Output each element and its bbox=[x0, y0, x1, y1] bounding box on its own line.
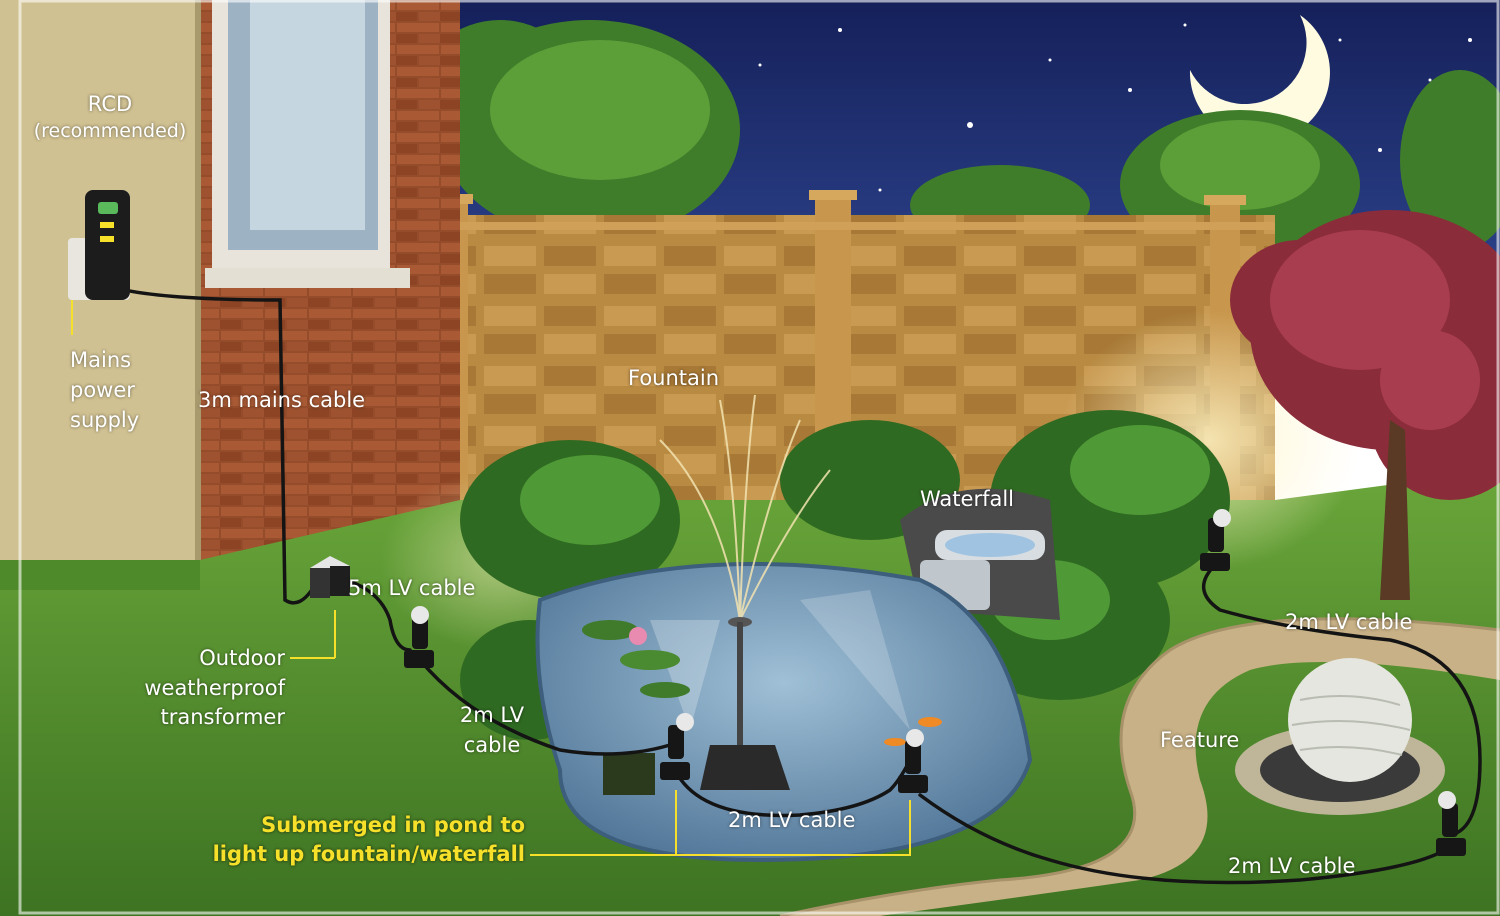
fountain-spray bbox=[659, 394, 831, 621]
lv-2m-bottom-label: 2m LV cable bbox=[728, 808, 856, 832]
feature-label: Feature bbox=[1160, 728, 1240, 752]
mains-label-line2: power bbox=[70, 378, 135, 402]
moon-icon bbox=[1189, 15, 1330, 143]
lv-5m-cable-label: 5m LV cable bbox=[348, 576, 476, 600]
rcd-device-icon bbox=[68, 190, 130, 300]
transformer-label-line3: transformer bbox=[160, 705, 285, 729]
waterfall-label: Waterfall bbox=[920, 487, 1015, 511]
submerged-label-line2: light up fountain/waterfall bbox=[212, 842, 525, 866]
lv-2m-right-top-label: 2m LV cable bbox=[1285, 610, 1413, 634]
lv-2m-left-label-line1: 2m LV bbox=[459, 703, 525, 727]
mains-cable-label: 3m mains cable bbox=[198, 388, 366, 412]
transformer-icon bbox=[310, 556, 350, 598]
fountain-pump-icon bbox=[700, 745, 790, 790]
fish-icon bbox=[884, 717, 942, 746]
lv-2m-left-label-line2: cable bbox=[463, 733, 521, 757]
transformer-label-line2: weatherproof bbox=[144, 676, 285, 700]
fountain-label: Fountain bbox=[628, 366, 720, 390]
lv-2m-right-bottom-label: 2m LV cable bbox=[1228, 854, 1356, 878]
mains-label-line3: supply bbox=[70, 408, 140, 432]
mains-label-line1: Mains bbox=[70, 348, 132, 372]
spotlight-icon bbox=[404, 509, 1466, 856]
submerged-label-line1: Submerged in pond to bbox=[261, 813, 525, 837]
sphere-water-feature-icon bbox=[1235, 658, 1445, 815]
rcd-note-label: (recommended) bbox=[33, 120, 187, 142]
water-lily-icon bbox=[582, 620, 690, 698]
transformer-label-line1: Outdoor bbox=[199, 646, 285, 670]
rcd-label: RCD bbox=[87, 92, 133, 116]
cable-runs bbox=[103, 283, 1482, 885]
